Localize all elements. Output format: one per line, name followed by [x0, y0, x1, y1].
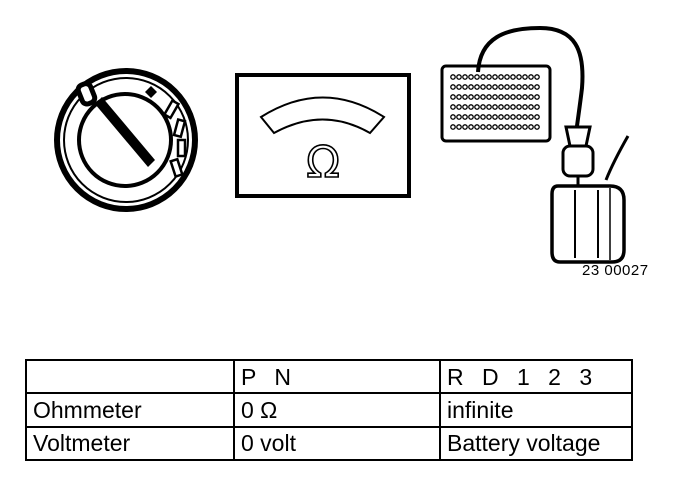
table-row: Voltmeter 0 volt Battery voltage: [25, 425, 633, 462]
row-label-ohmmeter: Ohmmeter: [25, 392, 235, 428]
table-header-pn: P N: [233, 358, 441, 395]
cell-ohmmeter-pn: 0 Ω: [233, 392, 441, 428]
cell-voltmeter-rd123: Battery voltage: [439, 425, 633, 462]
ohm-symbol: Ω: [306, 137, 340, 188]
cell-voltmeter-pn: 0 volt: [233, 425, 441, 462]
table-row: Ohmmeter 0 Ω infinite: [25, 392, 633, 428]
table-header-rd123: R D 1 2 3: [439, 358, 633, 395]
cell-ohmmeter-rd123: infinite: [439, 392, 633, 428]
diagram-illustration: Ω: [54, 25, 630, 264]
table-header-row: P N R D 1 2 3: [25, 358, 633, 395]
row-label-voltmeter: Voltmeter: [25, 425, 235, 462]
connector-icon: [440, 25, 630, 264]
measurement-table: P N R D 1 2 3 Ohmmeter 0 Ω infinite Volt…: [25, 358, 633, 462]
selector-switch-icon: [54, 68, 198, 212]
ohmmeter-icon: Ω: [235, 73, 411, 198]
table-header-empty: [25, 358, 235, 395]
figure-reference-number: 23 00027: [582, 262, 649, 279]
